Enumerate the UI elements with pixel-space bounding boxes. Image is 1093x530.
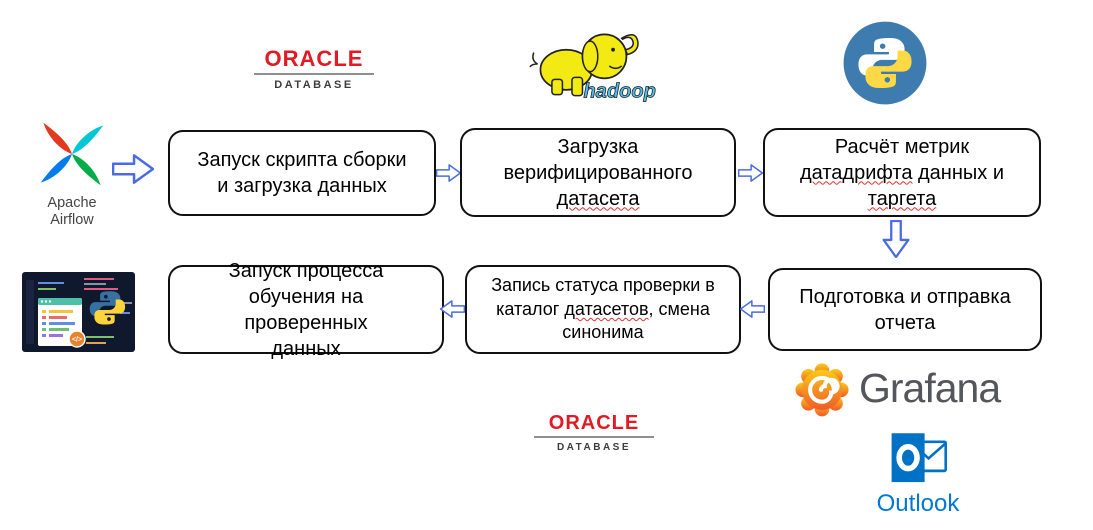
flow-step-label: данных и xyxy=(912,161,1004,184)
arrow-box4-to-box5 xyxy=(740,300,765,318)
hadoop-elephant-icon: hadoop xyxy=(529,33,656,103)
grafana-wordmark: Grafana xyxy=(859,364,1001,411)
outlook-logo: Outlook xyxy=(858,429,978,518)
flow-step-label: Загрузка верифицированного xyxy=(503,135,693,184)
airflow-pinwheel-icon xyxy=(40,122,104,186)
grafana-flame-icon xyxy=(795,363,849,417)
flow-step-label: Расчёт метрик xyxy=(834,135,970,158)
flow-step-datadrift-metrics: Расчёт метрик датадрифта данных и таргет… xyxy=(763,128,1041,217)
flow-step-label: Запуск процесса обучения на проверенных … xyxy=(228,259,384,360)
outlook-icon xyxy=(891,433,948,483)
flow-step-run-build-script: Запуск скрипта сборки и загрузка данных xyxy=(168,130,436,216)
arrow-box3-to-box4 xyxy=(882,220,910,258)
flow-step-label: Запуск скрипта сборки и загрузка данных xyxy=(197,149,407,197)
svg-text:</>: </> xyxy=(72,337,82,344)
oracle-database-label: DATABASE xyxy=(274,79,354,91)
python-code-image: </> xyxy=(22,272,135,352)
flow-step-write-check-status: Запись статуса проверки в каталог датасе… xyxy=(465,265,741,354)
misspelled-word: таргета xyxy=(867,187,937,210)
arrow-box2-to-box3 xyxy=(738,164,763,182)
flow-step-start-training: Запуск процесса обучения на проверенных … xyxy=(168,260,444,360)
flow-step-label: , смена синонима xyxy=(562,298,710,343)
oracle-database-logo-top: ORACLE DATABASE xyxy=(252,46,376,91)
python-code-thumbnail: </> xyxy=(22,272,135,357)
arrow-box5-to-box6 xyxy=(440,300,465,318)
misspelled-word: датасета xyxy=(556,187,640,210)
misspelled-word: датадрифта xyxy=(800,161,913,184)
python-icon xyxy=(843,21,927,105)
arrow-airflow-to-box1 xyxy=(112,154,154,184)
oracle-database-label: DATABASE xyxy=(556,442,632,453)
oracle-rule xyxy=(534,436,654,438)
airflow-caption-line2: Airflow xyxy=(50,211,94,228)
apache-airflow-logo: Apache Airflow xyxy=(26,120,118,228)
flow-step-label: Запись статуса проверки в каталог xyxy=(491,275,715,319)
oracle-wordmark: ORACLE xyxy=(264,46,364,71)
oracle-rule xyxy=(254,73,374,75)
oracle-database-logo-bottom: ORACLE DATABASE xyxy=(532,412,656,453)
hadoop-logo: hadoop xyxy=(523,22,663,113)
oracle-wordmark: ORACLE xyxy=(548,412,640,434)
grafana-logo: Grafana xyxy=(790,356,1001,420)
flow-step-label: Подготовка и отправка отчета xyxy=(799,285,1011,334)
flow-step-prepare-send-report: Подготовка и отправка отчета xyxy=(768,268,1042,351)
hadoop-wordmark: hadoop xyxy=(583,80,655,102)
flow-step-load-verified-dataset: Загрузка верифицированного датасета xyxy=(460,128,736,217)
outlook-wordmark: Outlook xyxy=(876,490,960,517)
arrow-box1-to-box2 xyxy=(436,164,461,182)
misspelled-word: датасетов xyxy=(564,298,649,319)
python-logo xyxy=(842,20,928,111)
airflow-caption-line1: Apache xyxy=(47,195,97,211)
